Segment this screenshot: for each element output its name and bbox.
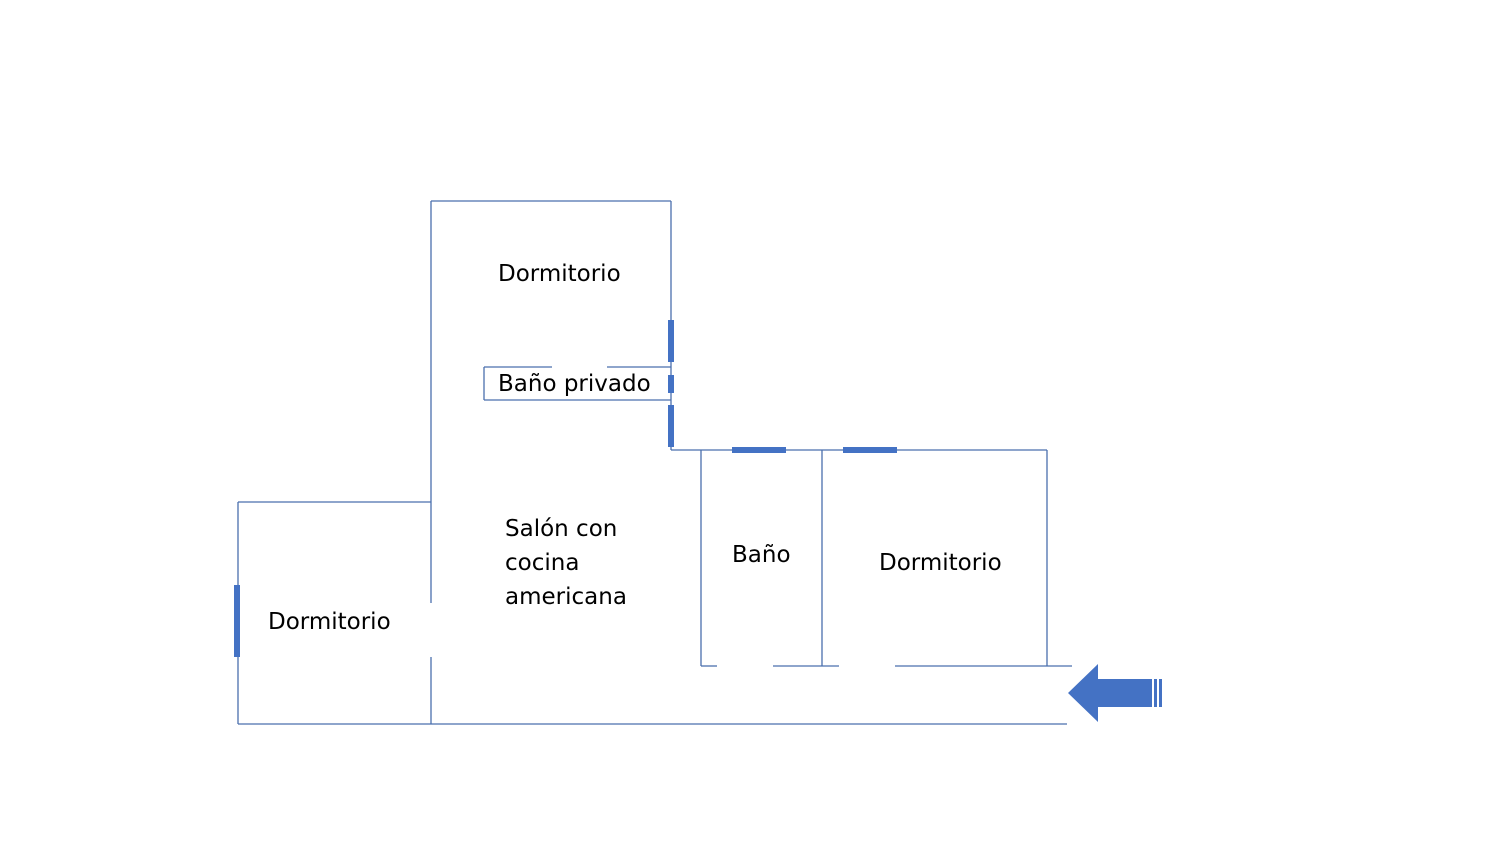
room-labels: Dormitorio Baño privado Salón con cocina… xyxy=(268,261,1002,635)
arrow-left-icon xyxy=(1068,664,1162,722)
label-bano: Baño xyxy=(732,542,791,568)
label-dormitorio-right: Dormitorio xyxy=(879,550,1002,576)
windows xyxy=(234,320,897,657)
label-dormitorio-top: Dormitorio xyxy=(498,261,621,287)
entrance-arrow-stripe-1 xyxy=(1154,679,1157,707)
label-salon-line-2: cocina xyxy=(505,550,579,576)
walls xyxy=(237,200,1072,725)
label-bano-privado: Baño privado xyxy=(498,371,651,397)
entrance-arrow-body xyxy=(1068,664,1152,722)
entrance-arrow-stripe-2 xyxy=(1159,679,1162,707)
label-salon-line-1: Salón con xyxy=(505,516,617,542)
label-dormitorio-left: Dormitorio xyxy=(268,609,391,635)
label-salon-line-3: americana xyxy=(505,584,627,610)
